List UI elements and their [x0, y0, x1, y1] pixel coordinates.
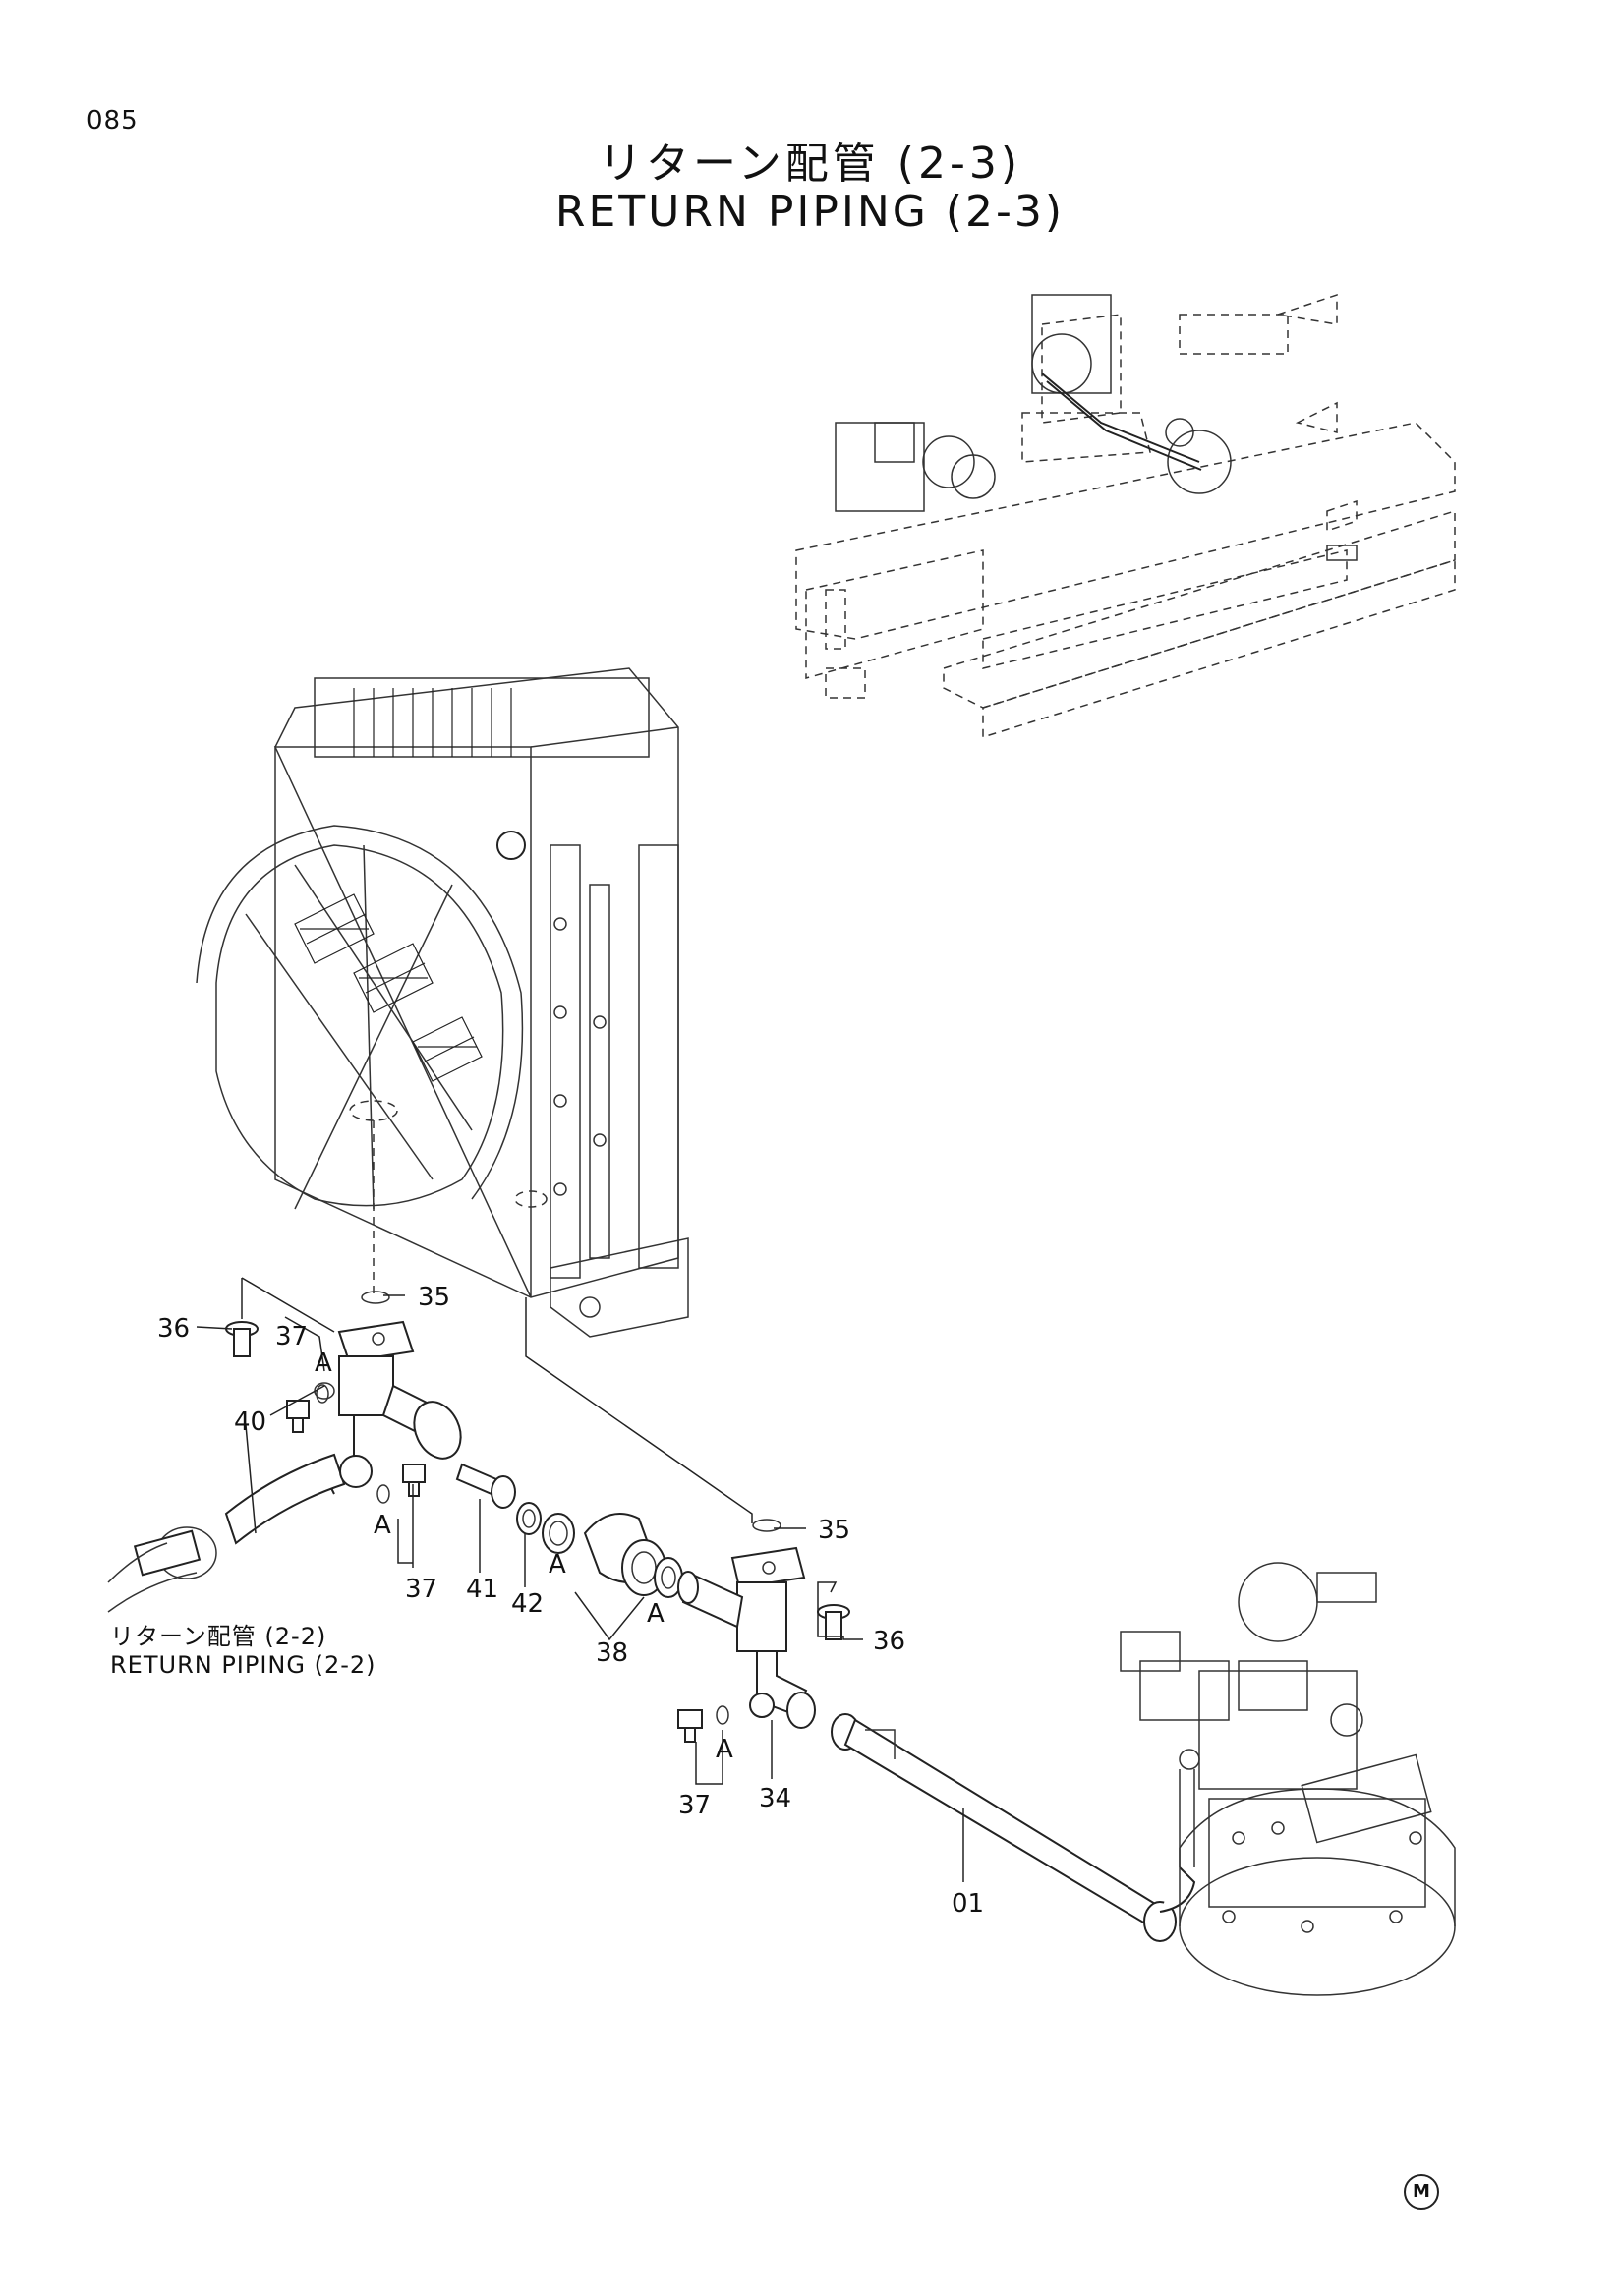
connector-line-b [525, 1297, 753, 1523]
motor-assembly [1120, 1562, 1456, 1996]
callout-34: 34 [759, 1784, 791, 1813]
callouts: 35 36 37 A 40 A 37 41 42 A 38 A 35 36 A … [157, 1283, 984, 1919]
callout-38: 38 [596, 1638, 628, 1668]
callout-42: 42 [511, 1589, 544, 1619]
radiator-assembly [196, 667, 689, 1338]
callout-37-left-lower: 37 [405, 1575, 437, 1604]
right-tee-group [677, 1519, 850, 1743]
m-mark-symbol: M [1404, 2174, 1439, 2210]
title-english: RETURN PIPING (2-3) [554, 187, 1066, 237]
callout-a-right-of-38: A [647, 1599, 665, 1629]
left-pipe-group [107, 1291, 462, 1613]
hose-assembly [831, 1713, 1196, 1942]
title-japanese: リターン配管 (2-3) [599, 139, 1021, 189]
machine-frame-overview [795, 293, 1456, 739]
callout-37-lower: 37 [678, 1791, 711, 1820]
callout-01: 01 [952, 1889, 984, 1919]
callout-a-middle: A [549, 1550, 566, 1579]
reference-note-english: RETURN PIPING (2-2) [110, 1651, 376, 1679]
leader-lines [196, 1277, 964, 1882]
callout-35-top: 35 [418, 1283, 450, 1312]
callout-a-lower: A [716, 1735, 733, 1764]
page-number: 085 [87, 106, 139, 136]
callout-41: 41 [466, 1575, 498, 1604]
callout-40: 40 [234, 1407, 266, 1437]
parts-row [225, 1321, 683, 1598]
callout-37-top: 37 [275, 1322, 308, 1351]
reference-note-japanese: リターン配管 (2-2) [110, 1623, 327, 1650]
callout-36-left: 36 [157, 1314, 190, 1344]
callout-a-left-upper: A [315, 1349, 332, 1378]
callout-36-right: 36 [873, 1627, 905, 1656]
callout-a-left-lower: A [374, 1511, 391, 1540]
callout-35-right: 35 [818, 1516, 850, 1545]
